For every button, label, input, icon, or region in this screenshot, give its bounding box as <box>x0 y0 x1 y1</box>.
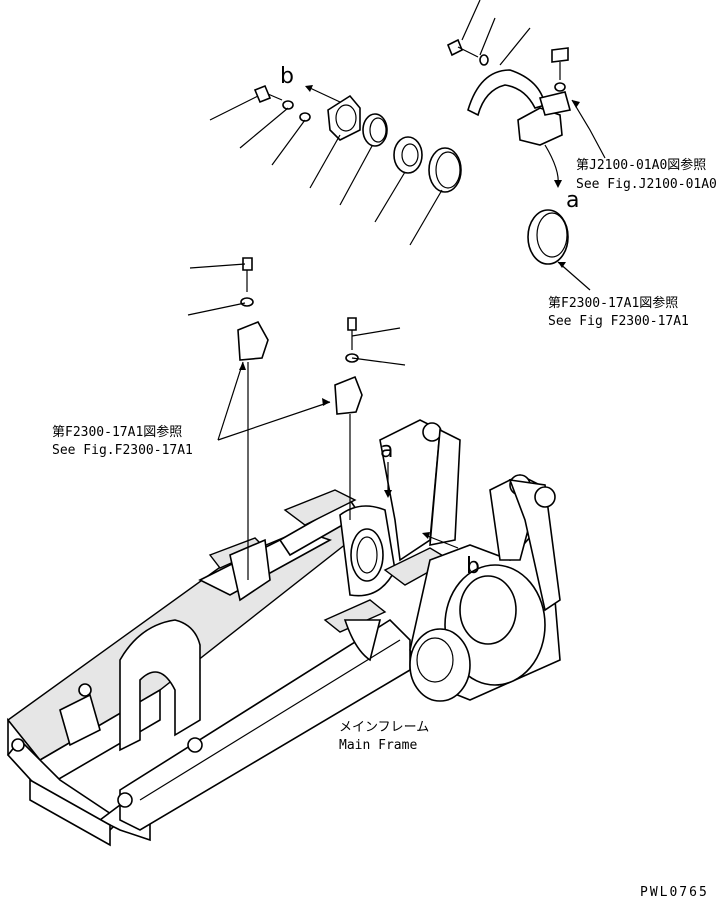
callout-f2300-top-jp: 第F2300-17A1図参照 <box>548 296 679 311</box>
callout-j2100-jp: 第J2100-01A0図参照 <box>576 158 707 173</box>
callout-f2300-left-jp: 第F2300-17A1図参照 <box>52 425 183 440</box>
marker-a-top: a <box>566 188 580 213</box>
arrowheads <box>239 85 580 539</box>
main-frame-jp: メインフレーム <box>339 720 430 735</box>
callout-f2300-left-en: See Fig.F2300-17A1 <box>52 443 193 458</box>
callout-f2300-top-en: See Fig F2300-17A1 <box>548 314 689 329</box>
exploded-parts <box>237 38 572 415</box>
marker-a-frame: a <box>380 438 394 463</box>
main-frame-drawing <box>6 419 561 847</box>
marker-b-top: b <box>280 64 294 89</box>
leader-lines <box>187 0 606 580</box>
main-frame-en: Main Frame <box>339 738 418 753</box>
callout-j2100-en: See Fig.J2100-01A0 <box>576 177 717 192</box>
drawing-code: PWL0765 <box>640 885 709 900</box>
marker-b-frame: b <box>466 554 480 579</box>
